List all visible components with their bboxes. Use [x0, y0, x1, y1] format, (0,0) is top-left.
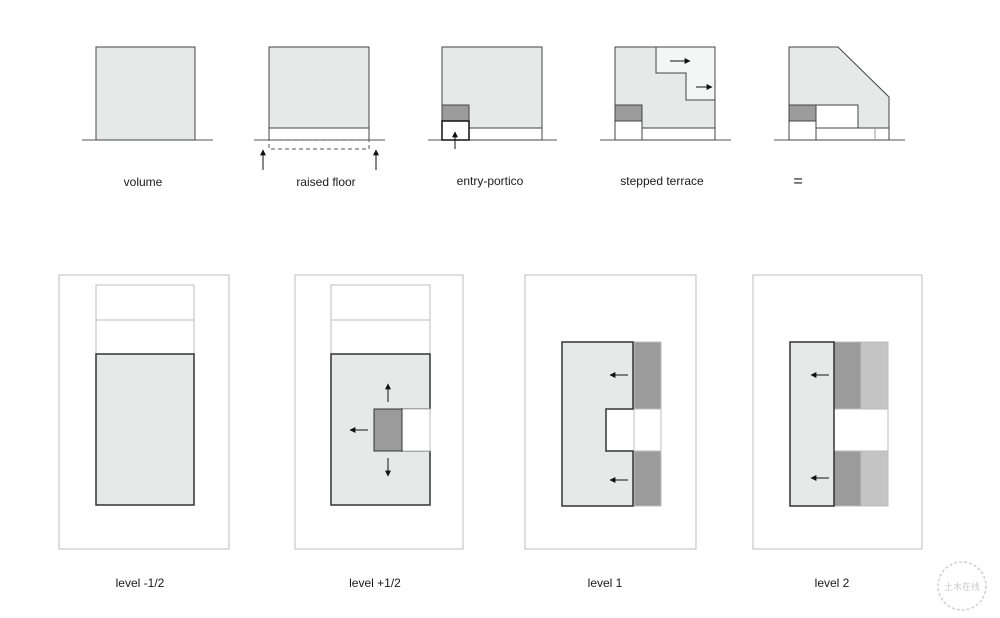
plan-level-plus-half — [294, 274, 464, 550]
watermark-logo: 土木在线 — [937, 561, 987, 611]
diagram-stepped-terrace — [600, 46, 731, 141]
label-entry-portico: entry-portico — [457, 174, 524, 188]
label-raised-floor: raised floor — [296, 175, 355, 189]
plan-level-minus-half — [58, 274, 230, 550]
label-level-2: level 2 — [815, 576, 850, 590]
diagram-volume — [82, 46, 213, 141]
diagram-result — [774, 46, 905, 141]
plan-level-2 — [752, 274, 923, 550]
label-volume: volume — [124, 175, 163, 189]
label-level-minus-half: level -1/2 — [116, 576, 165, 590]
watermark-text: 土木在线 — [944, 581, 980, 593]
label-level-plus-half: level +1/2 — [349, 576, 401, 590]
diagram-entry-portico — [428, 46, 557, 149]
label-stepped-terrace: stepped terrace — [620, 174, 704, 188]
diagram-raised-floor — [254, 46, 385, 170]
plan-level-1 — [524, 274, 697, 550]
label-level-1: level 1 — [588, 576, 623, 590]
equals-sign: = — [793, 173, 802, 190]
